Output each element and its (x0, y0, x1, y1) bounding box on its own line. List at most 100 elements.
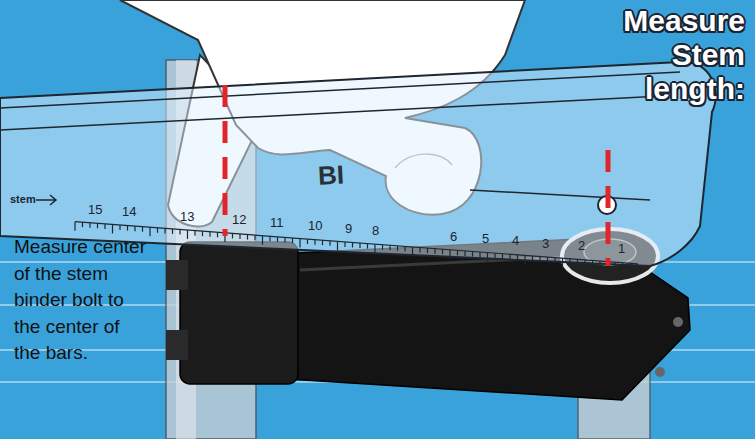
ruler (0, 62, 716, 266)
ruler-tick (299, 239, 300, 248)
ruler-tick (344, 242, 345, 247)
ruler-tick (337, 241, 338, 250)
ruler-tick (562, 258, 563, 267)
ruler-tick (254, 235, 255, 240)
clamp-bolt (166, 330, 188, 360)
ruler-tick (397, 246, 398, 251)
ruler-tick (412, 247, 413, 256)
ruler-tick (352, 242, 353, 247)
ruler-tick (479, 252, 480, 257)
bar-clamp (180, 242, 298, 384)
ruler-tick (569, 259, 570, 264)
ruler-tick (164, 228, 165, 233)
scale-number: 1 (618, 241, 625, 256)
scale-number: 13 (180, 209, 194, 224)
ruler-tick (614, 262, 615, 267)
scale-number: 4 (512, 233, 519, 248)
ruler-tick (269, 236, 270, 241)
ruler-tick (472, 251, 473, 256)
ruler-tick (104, 224, 105, 229)
ruler-tick (314, 240, 315, 245)
ruler-tick (419, 248, 420, 253)
scale-number: 11 (270, 215, 284, 230)
scale-number: 8 (372, 223, 379, 238)
ruler-tick (112, 224, 113, 233)
ruler-edge (0, 72, 680, 108)
ruler-tick (292, 238, 293, 243)
scale-number: 2 (578, 238, 585, 253)
ruler-tick (442, 249, 443, 254)
ruler-tick (284, 237, 285, 242)
ruler-tick (629, 263, 630, 268)
ruler-tick (202, 231, 203, 236)
ruler-tick (382, 245, 383, 250)
ruler-tick (577, 259, 578, 264)
ruler-tick (187, 230, 188, 239)
ruler-tick (532, 256, 533, 261)
ruler-baseline (75, 222, 638, 264)
scale-number: 12 (232, 212, 246, 227)
binder-bolt (655, 367, 665, 377)
ruler-tick (262, 236, 263, 245)
ruler-edge (0, 96, 662, 130)
ruler-tick (127, 226, 128, 231)
scale-number: 9 (345, 221, 352, 236)
scale-number: 6 (450, 229, 457, 244)
ruler-tick (307, 239, 308, 244)
ruler-tick (389, 245, 390, 250)
scale-number: 3 (542, 236, 549, 251)
ruler-tick (464, 251, 465, 256)
ruler-tick (239, 234, 240, 239)
ruler-tick (277, 237, 278, 242)
ruler-tick (142, 227, 143, 232)
stem-arrow (36, 195, 56, 205)
ruler-tick (457, 250, 458, 255)
ruler-tick (427, 248, 428, 253)
ruler-tick (494, 253, 495, 258)
ruler-tick (247, 235, 248, 240)
ruler-tick (517, 255, 518, 260)
binder-bolt (673, 317, 683, 327)
ruler-tick (509, 254, 510, 259)
scale-number: 5 (482, 231, 489, 246)
ruler-tick (209, 232, 210, 237)
ruler-tick (637, 264, 638, 273)
steerer-center-mark (606, 150, 611, 266)
ruler-tick (374, 244, 375, 253)
ruler-tick (592, 260, 593, 265)
scale-number: 10 (308, 218, 322, 233)
ruler-tick (584, 260, 585, 265)
ruler-tick (172, 229, 173, 234)
ruler-tick (367, 244, 368, 249)
ruler-tick (217, 232, 218, 237)
title-heading: Measure Stem length: (595, 4, 745, 106)
ruler-tick (89, 223, 90, 228)
scale-number: 14 (122, 204, 136, 219)
ruler-tick (539, 257, 540, 262)
ruler-tick (547, 257, 548, 262)
ruler-tick (119, 225, 120, 230)
ruler-tick (194, 231, 195, 236)
bar-center-mark (223, 85, 228, 236)
ruler-tick (134, 226, 135, 231)
ruler-ticks (75, 222, 638, 273)
ruler-tick (157, 228, 158, 233)
ruler-tick (599, 261, 600, 270)
instruction-note: Measure center of the stem binder bolt t… (14, 234, 146, 367)
ruler-tick (74, 222, 75, 231)
ruler-tick (622, 263, 623, 268)
ruler-tick (82, 222, 83, 227)
ruler-tick (149, 227, 150, 236)
ruler-tick (232, 233, 233, 238)
scale-name: stem (10, 192, 36, 207)
ruler-tick (329, 241, 330, 246)
ruler-tick (359, 243, 360, 248)
scale-number: 15 (88, 202, 102, 217)
ruler-tick (434, 249, 435, 254)
ruler-tick (179, 230, 180, 235)
ruler-tick (502, 254, 503, 259)
ruler-logo: BI (317, 159, 345, 190)
ruler-tick (524, 255, 525, 264)
